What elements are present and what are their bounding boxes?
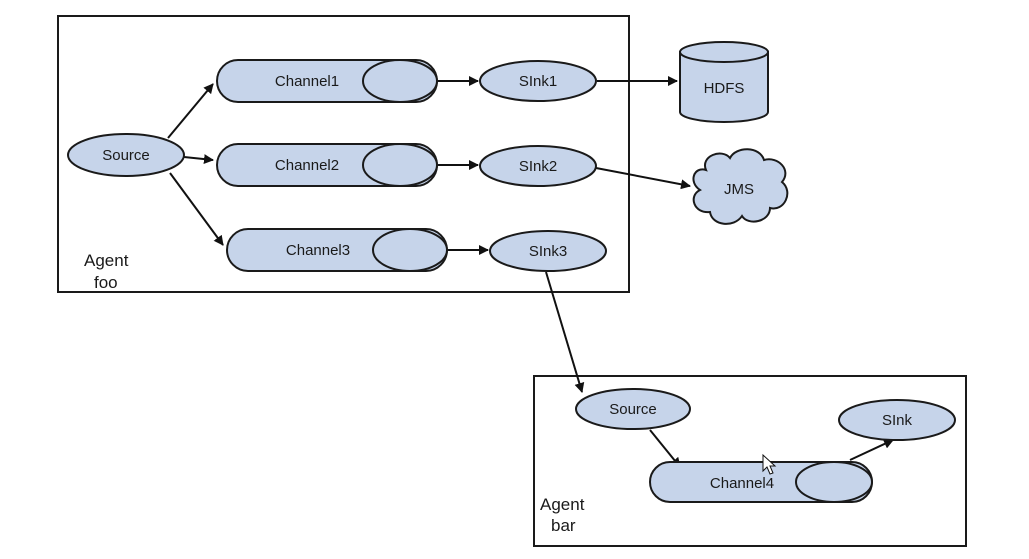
edge-sink2-jms <box>595 167 691 190</box>
channel2-node: Channel2 <box>216 143 438 187</box>
sink1-node: SInk1 <box>479 60 597 102</box>
hdfs-cylinder: HDFS <box>679 41 769 123</box>
channel3-node: Channel3 <box>226 228 448 272</box>
hdfs-label: HDFS <box>704 80 745 97</box>
mouse-cursor-icon <box>762 453 777 475</box>
source-node-bar: Source <box>575 388 691 430</box>
channel1-label: Channel1 <box>275 73 339 90</box>
sink2-node: SInk2 <box>479 145 597 187</box>
edge-sink3-bar-source <box>545 271 585 393</box>
agent-bar-label-line1: Agent <box>540 495 585 514</box>
sink-node-bar: SInk <box>838 399 956 441</box>
sink-bar-label: SInk <box>882 412 913 429</box>
agent-foo-label-line1: Agent <box>84 251 129 270</box>
channel4-label: Channel4 <box>710 475 774 492</box>
sink3-node: SInk3 <box>489 230 607 272</box>
edge-source-channel3 <box>169 172 224 246</box>
edge-source-channel1 <box>167 83 214 139</box>
agent-bar-box <box>533 375 967 547</box>
channel1-node: Channel1 <box>216 59 438 103</box>
source-bar-label: Source <box>609 401 657 418</box>
sink1-label: SInk1 <box>519 73 557 90</box>
agent-bar-label-line2: bar <box>551 516 576 535</box>
channel3-label: Channel3 <box>286 242 350 259</box>
agent-foo-label-line2: foo <box>94 273 118 292</box>
channel4-node: Channel4 <box>649 461 873 503</box>
channel2-label: Channel2 <box>275 157 339 174</box>
source-node-foo: Source <box>67 133 185 177</box>
jms-cloud: JMS <box>692 148 789 225</box>
agent-foo-box <box>57 15 630 293</box>
source-foo-label: Source <box>102 147 150 164</box>
sink2-label: SInk2 <box>519 158 557 175</box>
edge-bar-source-channel4 <box>649 429 681 468</box>
jms-label: JMS <box>724 181 754 198</box>
edge-source-channel2 <box>183 154 214 165</box>
edges <box>167 76 894 468</box>
sink3-label: SInk3 <box>529 243 567 260</box>
edge-channel4-sink <box>849 439 894 461</box>
